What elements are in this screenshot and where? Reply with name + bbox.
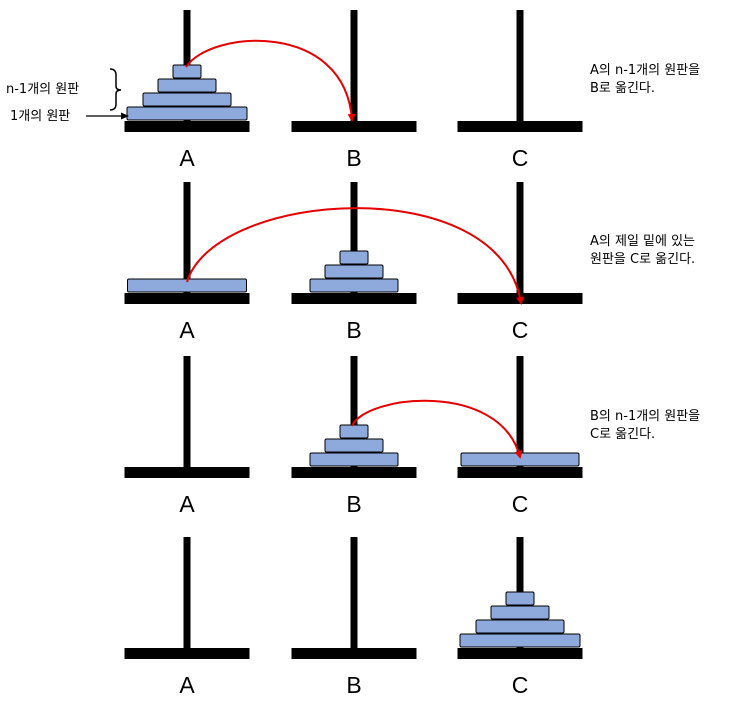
disk	[459, 633, 581, 648]
peg-rod	[183, 356, 191, 467]
peg-base	[124, 648, 250, 659]
stage-4: A B C	[124, 537, 583, 698]
peg-rod	[516, 182, 524, 293]
move-arrow-b-to-c	[351, 399, 523, 459]
peg-rod	[350, 182, 358, 293]
disk	[505, 591, 535, 606]
peg-b: B	[291, 10, 417, 171]
peg-c: C	[457, 356, 583, 517]
step-caption-line: A의 n-1개의 원판을	[590, 63, 700, 78]
disk	[324, 438, 384, 453]
peg-b: B	[291, 537, 417, 698]
stage-1: A B C A의 n-1개의 원판을 B로 옮긴다.	[124, 10, 700, 171]
peg-label-b: B	[346, 145, 361, 171]
n-minus-1-brace-icon	[109, 68, 122, 111]
peg-base	[124, 467, 250, 478]
disk	[490, 605, 550, 620]
stages: A B C A의 n-1개의 원판을 B로 옮긴다. A B C A의 제일 밑에 있는원판을 …	[124, 10, 700, 698]
peg-label-a: A	[179, 317, 195, 343]
peg-label-a: A	[179, 672, 195, 698]
disk	[324, 264, 384, 279]
step-caption-line: 원판을 C로 옮긴다.	[590, 252, 695, 267]
peg-label-c: C	[512, 145, 529, 171]
peg-label-b: B	[346, 491, 361, 517]
peg-label-c: C	[512, 672, 529, 698]
peg-base	[291, 648, 417, 659]
peg-c: C	[457, 182, 583, 343]
peg-rod	[183, 182, 191, 293]
step-caption: A의 n-1개의 원판을 B로 옮긴다.	[590, 63, 700, 96]
peg-b: B	[291, 356, 417, 517]
disk	[475, 619, 565, 634]
peg-rod	[516, 356, 524, 467]
peg-a: A	[124, 182, 250, 343]
disk	[142, 92, 232, 107]
disk	[309, 278, 399, 293]
peg-c: C	[457, 10, 583, 171]
disk	[126, 106, 248, 121]
peg-base	[291, 293, 417, 304]
peg-base	[457, 121, 583, 132]
peg-a: A	[124, 356, 250, 517]
peg-base	[291, 467, 417, 478]
peg-a: A	[124, 537, 250, 698]
move-arrow-a-to-c	[186, 207, 525, 305]
disk	[309, 452, 399, 467]
disk	[157, 78, 217, 93]
one-disk-pointer-arrowhead-icon	[121, 112, 129, 120]
step-caption-line: B의 n-1개의 원판을	[590, 409, 700, 424]
peg-rod	[350, 10, 358, 121]
step-caption-line: A의 제일 밑에 있는	[590, 234, 695, 249]
peg-rod	[350, 356, 358, 467]
peg-base	[457, 648, 583, 659]
n-minus-1-disks-label: n-1개의 원판	[6, 82, 79, 97]
peg-label-c: C	[512, 317, 529, 343]
peg-base	[124, 293, 250, 304]
move-arrow-a-to-b	[185, 39, 356, 122]
peg-base	[291, 121, 417, 132]
peg-base	[457, 467, 583, 478]
peg-rod	[350, 537, 358, 648]
peg-rod	[516, 10, 524, 121]
disk	[339, 250, 369, 265]
step-caption: B의 n-1개의 원판을 C로 옮긴다.	[590, 409, 700, 442]
peg-c: C	[457, 537, 583, 698]
disk	[339, 424, 369, 439]
peg-label-c: C	[512, 491, 529, 517]
step-caption-line: B로 옮긴다.	[590, 81, 655, 96]
peg-label-b: B	[346, 317, 361, 343]
peg-label-a: A	[179, 491, 195, 517]
peg-label-b: B	[346, 672, 361, 698]
disk-annotations: n-1개의 원판 1개의 원판	[6, 68, 129, 124]
peg-b: B	[291, 182, 417, 343]
peg-rod	[183, 537, 191, 648]
stage-3: A B C B의 n-1개의 원판을 C로 옮긴다.	[124, 356, 700, 517]
peg-label-a: A	[179, 145, 195, 171]
peg-base	[124, 121, 250, 132]
step-caption-line: C로 옮긴다.	[590, 427, 655, 442]
one-disk-label: 1개의 원판	[10, 109, 70, 124]
peg-a: A	[124, 10, 250, 171]
